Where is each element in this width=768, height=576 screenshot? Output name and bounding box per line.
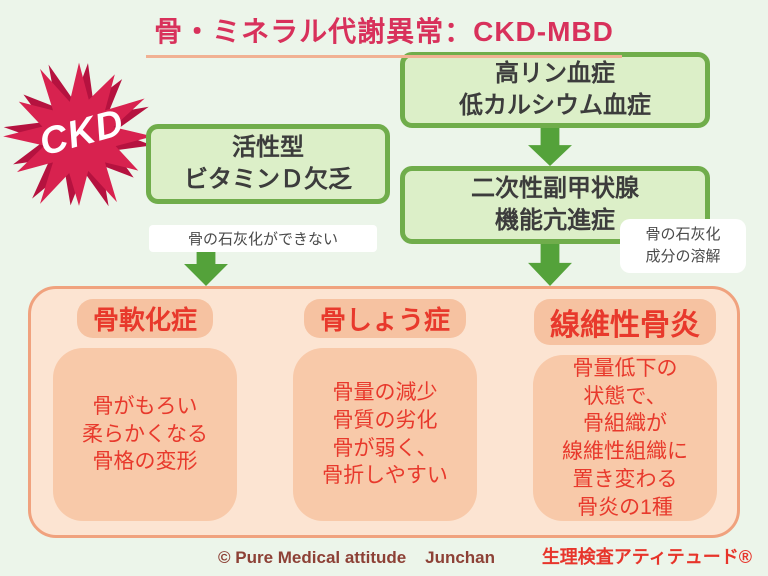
note-impaired-mineralization: 骨の石灰化ができない (149, 225, 377, 252)
outcome-osteoporosis: 骨しょう症 骨量の減少 骨質の劣化 骨が弱く、 骨折しやすい (293, 299, 477, 521)
bone-outcomes-panel: 骨軟化症 骨がもろい 柔らかくなる 骨格の変形 骨しょう症 骨量の減少 骨質の劣… (28, 286, 740, 538)
outcome-title-osteomalacia: 骨軟化症 (76, 299, 213, 338)
outcome-title-osteoporosis: 骨しょう症 (303, 299, 466, 338)
outcome-body-osteomalacia: 骨がもろい 柔らかくなる 骨格の変形 (53, 348, 237, 521)
page-title: 骨・ミネラル代謝異常：CKD-MBD (146, 10, 622, 58)
brand-text: 生理検査アティテュード® (541, 547, 752, 567)
note-mineral-dissolution: 骨の石灰化 成分の溶解 (620, 219, 746, 273)
outcome-osteomalacia: 骨軟化症 骨がもろい 柔らかくなる 骨格の変形 (53, 299, 237, 521)
copyright-text: © Pure Medical attitude Junchan (218, 548, 496, 567)
outcome-osteitis-fibrosa: 線維性骨炎 骨量低下の 状態で、 骨組織が 線維性組織に 置き変わる 骨炎の1種 (533, 299, 717, 522)
down-arrow-icon-1 (528, 128, 572, 166)
box-hyperphosphatemia: 高リン血症 低カルシウム血症 (400, 52, 710, 128)
outcome-body-osteoporosis: 骨量の減少 骨質の劣化 骨が弱く、 骨折しやすい (293, 348, 477, 521)
box-vitamin-d-deficiency: 活性型 ビタミンＤ欠乏 (146, 124, 390, 204)
down-arrow-icon-3 (184, 246, 228, 286)
down-arrow-icon-2 (528, 244, 572, 286)
title-row: 骨・ミネラル代謝異常：CKD-MBD (0, 10, 768, 58)
outcome-title-osteitis-fibrosa: 線維性骨炎 (534, 299, 716, 345)
ckd-starburst-icon (3, 62, 153, 207)
outcome-body-osteitis-fibrosa: 骨量低下の 状態で、 骨組織が 線維性組織に 置き変わる 骨炎の1種 (533, 355, 717, 522)
